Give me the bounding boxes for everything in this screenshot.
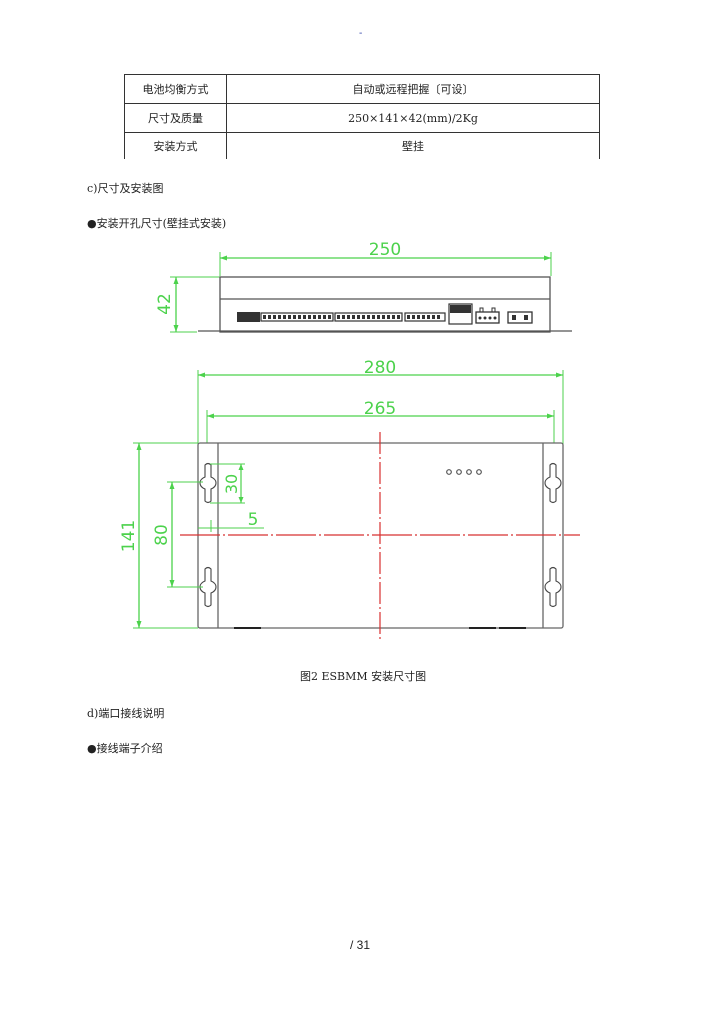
header-mark: - — [359, 28, 363, 39]
section-d-bullet: ●接线端子介绍 — [87, 742, 163, 755]
section-c-bullet: ●安装开孔尺寸(壁挂式安装) — [87, 217, 227, 230]
height-42-label: 42 — [155, 293, 175, 315]
led-indicators — [446, 469, 482, 475]
table-row: 电池均衡方式 自动或远程把握〔可设〕 — [124, 74, 600, 104]
side-view: 250 42 — [155, 240, 572, 333]
spec-value: 自动或远程把握〔可设〕 — [226, 74, 600, 104]
spec-value: 250×141×42(mm)/2Kg — [226, 103, 600, 133]
spec-value: 壁挂 — [226, 132, 600, 159]
table-row: 安装方式 壁挂 — [124, 132, 600, 159]
spec-key: 电池均衡方式 — [124, 74, 227, 104]
width-265-label: 265 — [364, 399, 396, 419]
width-250-label: 250 — [369, 240, 401, 260]
table-row: 尺寸及质量 250×141×42(mm)/2Kg — [124, 103, 600, 133]
spec-key: 安装方式 — [124, 132, 227, 159]
top-view: 280 265 — [119, 358, 580, 642]
section-d-heading: d)端口接线说明 — [87, 707, 165, 720]
height-141-label: 141 — [119, 520, 139, 552]
pitch-80-label: 80 — [152, 524, 172, 546]
offset-5-label: 5 — [248, 510, 259, 530]
installation-dimension-drawing: 250 42 — [119, 240, 580, 642]
keyhole-slots — [199, 462, 562, 608]
width-280-label: 280 — [364, 358, 396, 378]
spec-key: 尺寸及质量 — [124, 103, 227, 133]
section-c-heading: c)尺寸及安装图 — [87, 182, 164, 195]
spec-table: 电池均衡方式 自动或远程把握〔可设〕 尺寸及质量 250×141×42(mm)/… — [124, 74, 600, 159]
slot-30-label: 30 — [222, 474, 241, 494]
figure-caption: 图2 ESBMM 安装尺寸图 — [300, 670, 427, 683]
page-number: / 31 — [350, 938, 371, 952]
